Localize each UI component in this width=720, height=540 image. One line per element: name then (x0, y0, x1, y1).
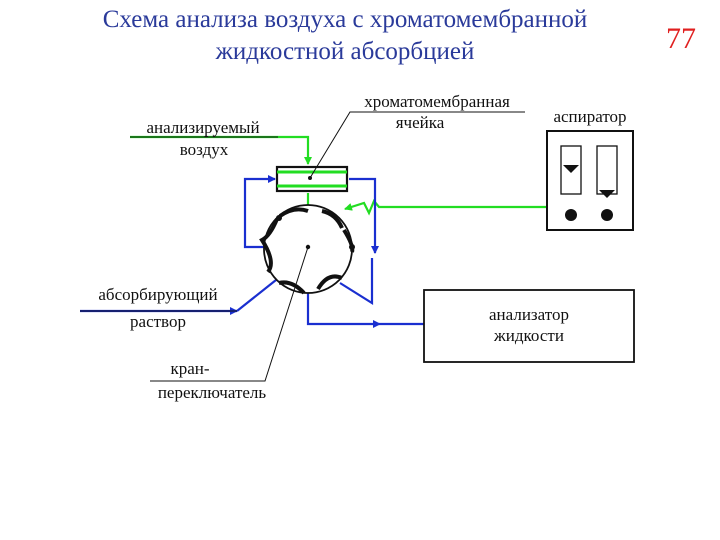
valve-to-analyzer-line (306, 290, 381, 328)
absorbent-label-line-1: абсорбирующий (98, 285, 217, 304)
valve-return-loop-line (339, 258, 374, 305)
valve-leader-line (150, 246, 309, 382)
leader-lines (80, 111, 525, 382)
switching-valve (259, 204, 355, 295)
valve-label-line-1: кран- (170, 359, 209, 378)
absorbent-to-valve-line (236, 279, 277, 312)
slide-title: Схема анализа воздуха с хроматомембранно… (40, 4, 650, 68)
valve-to-cell-loop-line (243, 175, 276, 249)
air-label-line-2: воздух (180, 140, 229, 159)
aspirator (546, 130, 634, 231)
valve-label-line-2: переключатель (158, 383, 267, 402)
slide-number: 77 (666, 22, 696, 55)
analyzer-label-line-2: жидкости (493, 326, 564, 345)
liquid-analyzer-box (423, 289, 635, 363)
chromatomembrane-cell (275, 165, 349, 193)
cell-label-line-1: хроматомембранная (364, 92, 510, 111)
air-label-line-1: анализируемый (146, 118, 259, 137)
cell-to-valve-loop-line (349, 177, 379, 254)
aspirator-label: аспиратор (553, 107, 626, 126)
cell-label-line-2: ячейка (396, 113, 445, 132)
absorbent-label-line-2: раствор (130, 312, 186, 331)
title-line-2: жидкостной абсорбцией (215, 38, 475, 65)
title-line-1: Схема анализа воздуха с хроматомембранно… (102, 6, 588, 33)
cell-leader-line (309, 111, 525, 179)
aspirator-suction-line (344, 198, 547, 216)
analyzer-label-line-1: анализатор (489, 305, 569, 324)
